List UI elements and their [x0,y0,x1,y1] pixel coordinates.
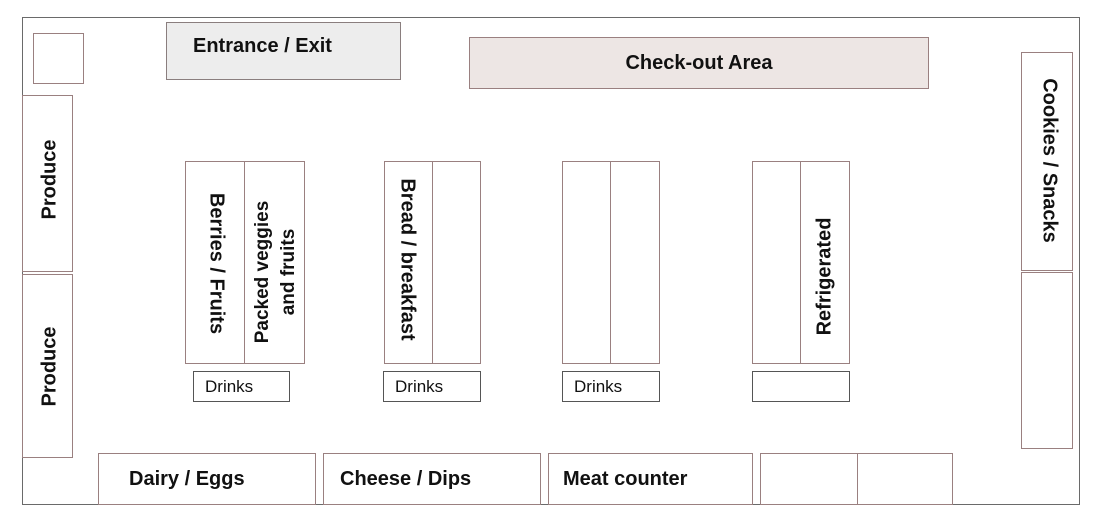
meat-counter-zone: Meat counter [548,453,753,505]
produce-label-top: Produce [38,139,61,220]
aisle4-shelf-right: Refrigerated [800,161,850,364]
aisle3-shelf-right [610,161,660,364]
cookies-snacks-label: Cookies / Snacks [1038,78,1061,243]
cheese-dips-zone: Cheese / Dips [323,453,541,505]
bottom-empty-zone-2 [857,453,953,505]
dairy-eggs-zone: Dairy / Eggs [98,453,316,505]
aisle4-shelf-left [752,161,801,364]
checkout-area-zone: Check-out Area [469,37,929,89]
drinks-label-3: Drinks [574,377,623,396]
drinks-label-1: Drinks [205,377,254,396]
cheese-dips-label: Cheese / Dips [340,468,472,490]
aisle3-shelf-left [562,161,611,364]
dairy-eggs-label: Dairy / Eggs [129,468,245,490]
drinks-box-2: Drinks [383,371,481,402]
empty-endcap-box [752,371,850,402]
refrigerated-label: Refrigerated [813,217,836,336]
aisle2-shelf-right [432,161,481,364]
aisle2-shelf-left: Bread / breakfast [384,161,433,364]
packed-veggies-line1: Packed veggies [252,200,273,344]
entrance-exit-label: Entrance / Exit [193,35,332,57]
right-wall-shelf [1021,272,1073,449]
aisle1-shelf-right: Packed veggies and fruits [244,161,305,364]
drinks-label-2: Drinks [395,377,444,396]
checkout-area-label: Check-out Area [625,51,773,74]
bottom-empty-zone-1 [760,453,858,505]
packed-veggies-label: Packed veggies and fruits [250,187,302,357]
meat-counter-label: Meat counter [563,468,688,490]
produce-zone-bottom: Produce [22,274,73,458]
cookies-snacks-zone: Cookies / Snacks [1021,52,1073,271]
entrance-exit-zone: Entrance / Exit [166,22,401,80]
store-floor-outline [22,17,1080,505]
aisle1-shelf-left: Berries / Fruits [185,161,245,364]
produce-label-bottom: Produce [38,326,61,407]
drinks-box-3: Drinks [562,371,660,402]
bread-breakfast-label: Bread / breakfast [396,178,419,341]
packed-veggies-line2: and fruits [278,228,299,316]
drinks-box-1: Drinks [193,371,290,402]
berries-fruits-label: Berries / Fruits [205,192,228,335]
corner-square [33,33,84,84]
produce-zone-top: Produce [22,95,73,272]
